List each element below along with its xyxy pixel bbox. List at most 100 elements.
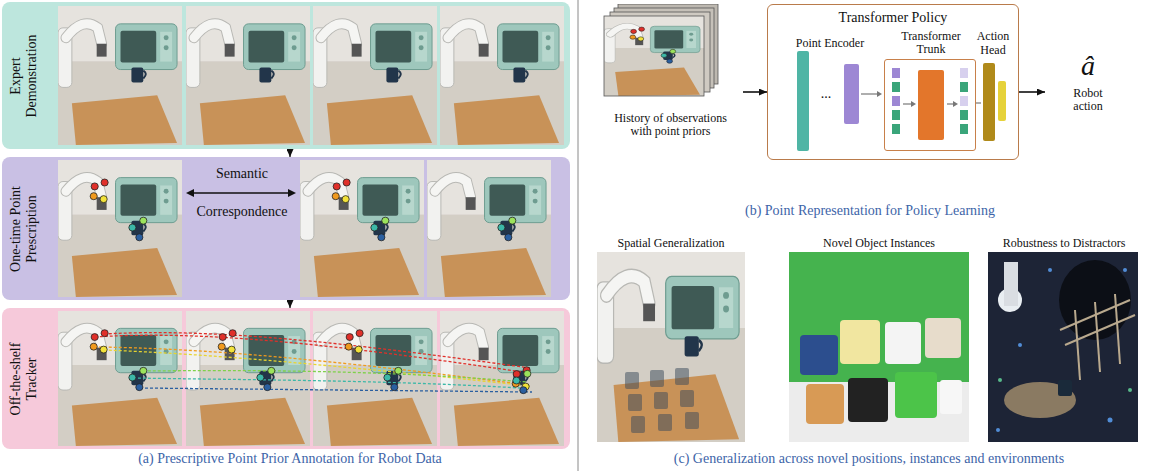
trunk-label: Transformer Trunk <box>895 30 967 56</box>
illustration-part <box>960 124 968 134</box>
illustration-part <box>675 368 689 385</box>
illustration-part <box>95 335 522 372</box>
subfigure-caption: (a) Prescriptive Point Prior Annotation … <box>40 451 540 467</box>
band-label: Expert Demonstration <box>8 26 40 126</box>
illustration-part <box>1060 294 1135 380</box>
illustration-part <box>1018 343 1022 347</box>
flow-arrow <box>1019 91 1045 93</box>
illustration-part <box>597 252 745 442</box>
action-symbol: â <box>1045 50 1131 81</box>
illustration-part <box>94 333 532 392</box>
illustration-part <box>996 268 1127 432</box>
transformer-policy-box: Transformer Policy Transformer Trunk <box>767 4 1019 160</box>
illustration-part <box>58 160 182 297</box>
illustration-part <box>1048 268 1052 272</box>
illustration-part <box>604 16 704 96</box>
illustration-part <box>998 378 1002 382</box>
prescription-band: One-time Point Prescription <box>2 157 570 300</box>
illustration-part <box>877 91 882 97</box>
distractor-photo <box>988 252 1138 442</box>
novel-mugs-photo <box>789 252 969 442</box>
stack-caption: History of observations with point prior… <box>608 112 733 138</box>
encoder-label: Point Encoder <box>790 36 870 50</box>
illustration-part <box>257 367 275 390</box>
illustration-part <box>140 388 532 392</box>
illustration-part <box>998 81 1006 121</box>
robot-action-output: âRobot action <box>1045 50 1131 113</box>
illustration-part <box>960 110 968 120</box>
illustration-part <box>384 367 402 390</box>
illustration-part <box>313 311 437 446</box>
tracker-frames <box>2 308 570 449</box>
illustration-part <box>844 64 859 124</box>
illustration-part <box>892 82 900 92</box>
illustration-part <box>650 370 664 387</box>
illustration-part <box>332 179 350 203</box>
flow-arrow <box>289 149 290 157</box>
illustration-part <box>976 102 981 103</box>
illustration-part <box>911 101 916 107</box>
illustration-part <box>345 330 363 353</box>
illustration-part <box>104 350 530 386</box>
illustration-part <box>685 412 699 429</box>
illustration-part <box>925 318 961 358</box>
illustration-part <box>90 179 108 203</box>
illustration-part <box>806 384 844 424</box>
illustration-part <box>631 416 645 433</box>
illustration-part <box>193 192 289 193</box>
panel-title: Robustness to Distractors <box>983 236 1145 250</box>
illustration-part <box>654 392 668 409</box>
illustration-part <box>630 27 645 41</box>
trunk-blocks <box>885 60 977 152</box>
illustration-part <box>1058 380 1072 396</box>
illustration-part <box>800 335 838 375</box>
illustration-part <box>90 330 108 353</box>
illustration-part <box>953 101 958 107</box>
action-head-label: Action Head <box>972 29 1014 57</box>
illustration-part <box>58 6 182 145</box>
illustration-part <box>960 82 968 92</box>
illustration-part <box>628 394 642 411</box>
spatial-photo <box>597 252 745 442</box>
illustration-part <box>996 428 1000 432</box>
illustration-part <box>1108 418 1113 423</box>
illustration-part <box>940 380 962 414</box>
illustration-part <box>1123 268 1127 272</box>
demo-frames <box>2 2 570 149</box>
illustration-part <box>625 368 699 433</box>
transformer-trunk-box: Transformer Trunk <box>884 59 976 151</box>
output-label: Robot action <box>1063 87 1113 113</box>
illustration-part <box>440 6 564 145</box>
illustration-part <box>513 370 531 393</box>
illustration-part <box>186 6 310 145</box>
observation-stack: History of observations with point prior… <box>598 4 743 140</box>
illustration-part <box>1075 310 1080 380</box>
illustration-part <box>498 217 516 241</box>
illustration-part <box>625 372 639 389</box>
illustration-part <box>797 51 809 151</box>
illustration-part <box>1059 260 1131 340</box>
illustration-part <box>1004 262 1018 306</box>
illustration-part <box>186 189 194 197</box>
illustration-part <box>892 68 900 78</box>
illustration-part <box>895 372 937 418</box>
illustration-part <box>371 217 389 241</box>
illustration-part <box>885 322 921 364</box>
illustration-part <box>892 124 900 134</box>
illustration-part <box>129 217 147 241</box>
illustration-part <box>143 371 526 382</box>
subfigure-caption: (b) Point Representation for Policy Lear… <box>640 203 1100 219</box>
illustration-part <box>133 378 520 388</box>
flow-arrow <box>289 300 290 308</box>
illustration-part <box>661 49 676 63</box>
illustration-part <box>789 252 969 442</box>
illustration-part <box>658 414 672 431</box>
illustration-part <box>300 160 424 297</box>
illustration-part <box>680 390 694 407</box>
ellipsis: ... <box>812 86 840 102</box>
illustration-part <box>918 70 944 140</box>
panel-title: Spatial Generalization <box>592 236 750 250</box>
illustration-part <box>892 96 900 106</box>
illustration-part <box>313 6 437 145</box>
illustration-part <box>578 0 579 471</box>
